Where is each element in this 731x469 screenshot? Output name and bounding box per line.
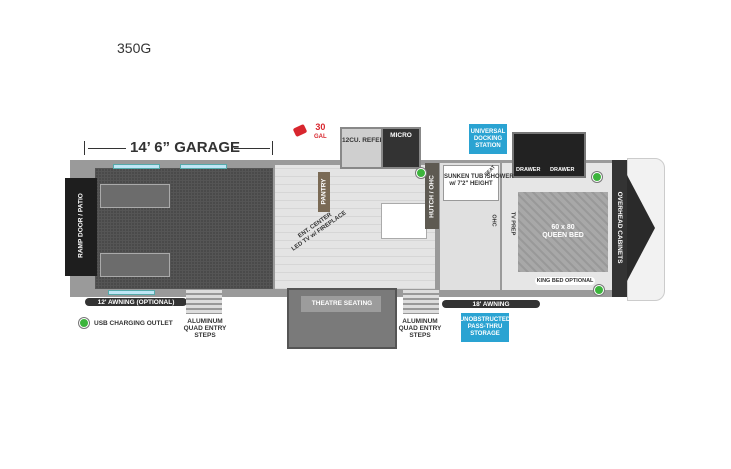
model-name: 350G [117,40,152,56]
awning-12-label: 12' AWNING (OPTIONAL) [97,299,175,306]
fuel-pump-icon [292,123,308,138]
window [108,290,155,295]
drawer-label: DRAWER [550,167,575,173]
docking-station-badge: UNIVERSAL DOCKING STATION [469,124,507,154]
overhead-label: OVERHEAD CABINETS [616,191,623,264]
drawer-label: DRAWER [516,167,541,173]
ramp-door: RAMP DOOR / PATIO [65,178,97,276]
usb-legend-icon [79,318,89,328]
micro-label: MICRO [390,132,412,139]
dim-arrow-left [88,148,126,149]
king-bed-label: KING BED OPTIONAL [536,278,594,284]
garage-dimension: 14’ 6” GARAGE [130,139,241,156]
refrigerator: 12CU. REFER [340,127,384,169]
kitchen-island-sink [381,203,427,239]
awning-18-label: 18' AWNING [472,301,510,308]
awning-18: 18' AWNING [442,300,540,308]
refer-label: 12CU. REFER [342,137,385,144]
logo-cap [627,175,655,281]
pantry: PANTRY [318,172,330,212]
pantry-label: PANTRY [320,178,328,205]
window [113,164,160,169]
drawer-cabinet: DRAWER DRAWER [512,132,586,178]
overhead-cabinets: OVERHEAD CABINETS [612,160,627,297]
ohc-label: OHC [490,214,497,227]
garage-sofa-bottom [100,253,170,277]
usb-outlet-icon [416,168,426,178]
entry-steps [403,290,439,314]
usb-outlet-icon [592,172,602,182]
dim-arrow-right [234,148,270,149]
dim-tick-left [84,141,85,155]
theatre-slideout: THEATRE SEATING [287,288,397,349]
steps-label: ALUMINUM QUAD ENTRY STEPS [183,318,227,339]
hutch: HUTCH / OHC [425,163,439,229]
garage-sofa-top [100,184,170,208]
awning-12: 12' AWNING (OPTIONAL) [85,298,187,306]
tv-prep-label: TV PREP [509,211,516,236]
steps-label: ALUMINUM QUAD ENTRY STEPS [398,318,442,339]
window [180,164,227,169]
dim-tick-right [272,141,273,155]
storage-badge: UNOBSTRUCTED PASS-THRU STORAGE [460,313,510,342]
hutch-label: HUTCH / OHC [428,175,436,218]
entry-steps [186,290,222,314]
ramp-door-label: RAMP DOOR / PATIO [77,193,85,258]
king-bed-optional: KING BED OPTIONAL [535,277,595,285]
microwave: MICRO [381,127,421,169]
usb-legend-label: USB CHARGING OUTLET [94,320,173,327]
usb-outlet-icon [594,285,604,295]
theatre-seats [301,296,381,312]
theatre-label: THEATRE SEATING [311,300,373,307]
